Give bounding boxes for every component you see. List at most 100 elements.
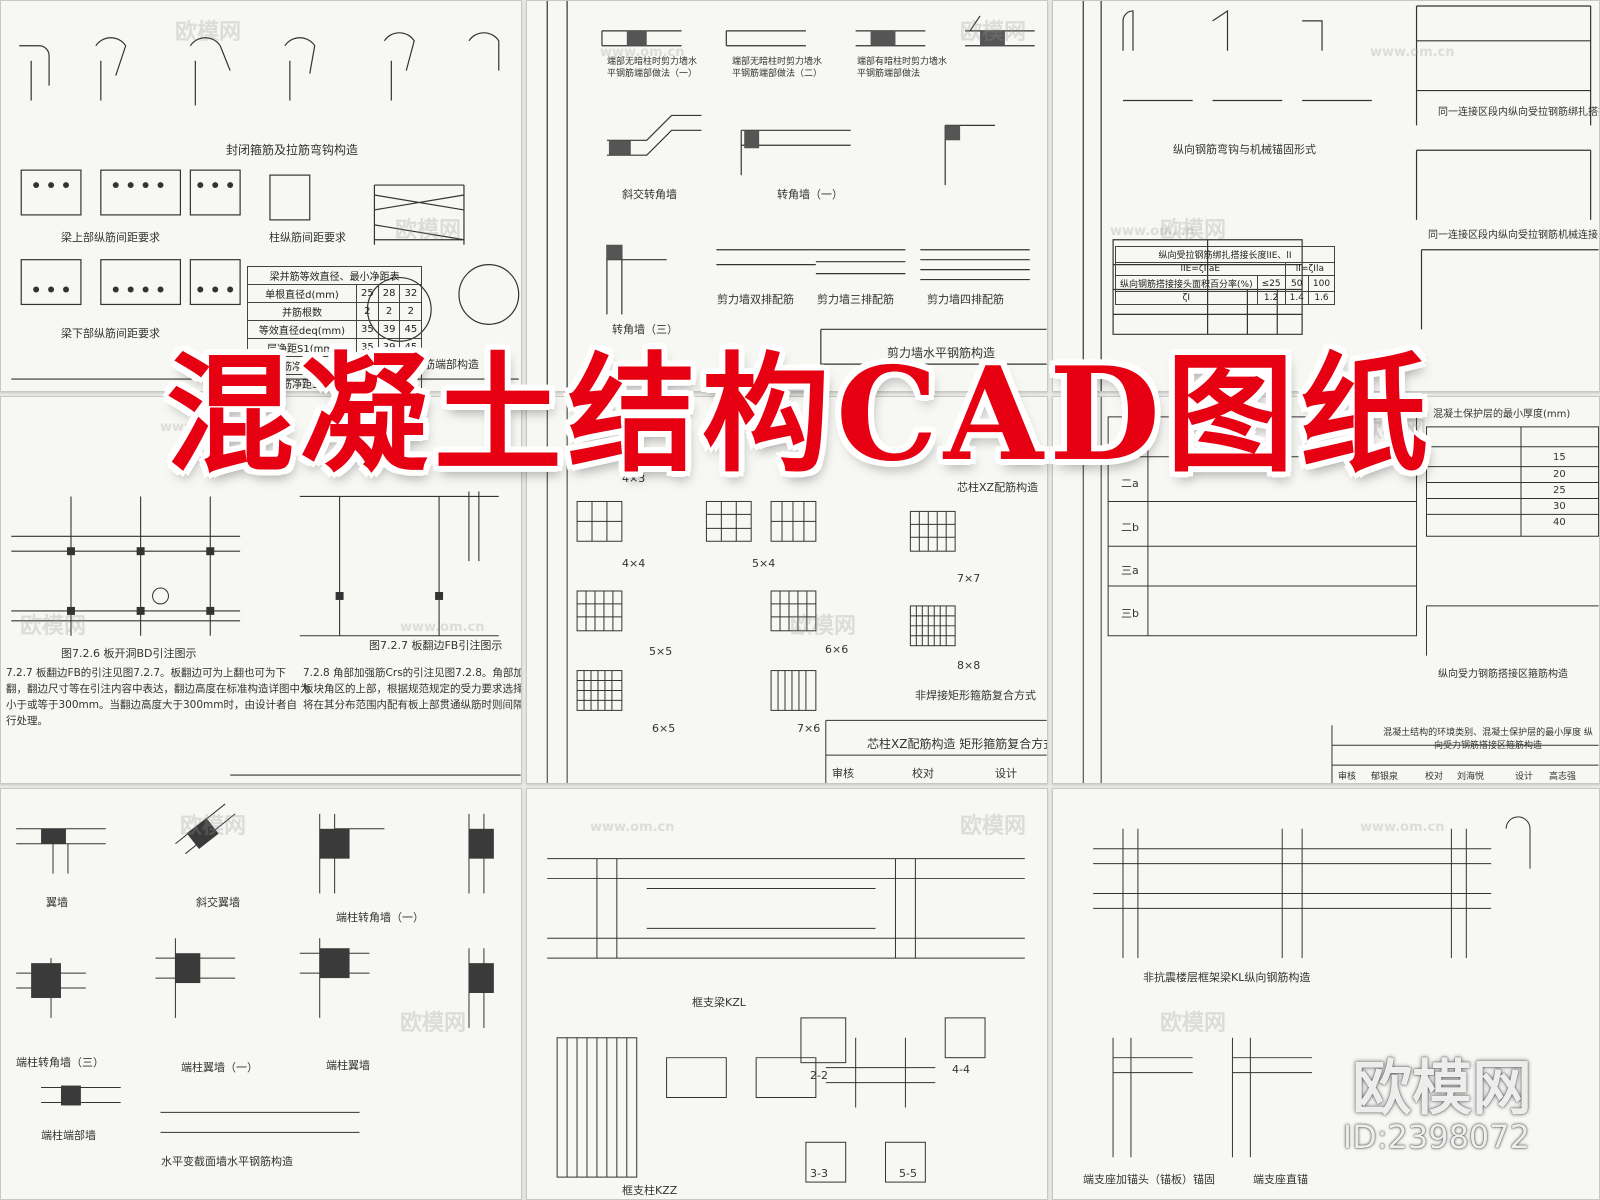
- caption-fig-7-2-6: 图7.2.6 板开洞BD引注图示: [61, 647, 197, 660]
- sheet-title-core-column: 芯柱XZ配筋构造 矩形箍筋复合方式: [867, 737, 1048, 751]
- table-cell: 纵向钢筋搭接接头面积百分率(%): [1115, 275, 1258, 292]
- table-cell: 1.2: [1256, 291, 1286, 305]
- title-block-cell: 高志强: [1549, 772, 1577, 782]
- table-cell: 45: [399, 320, 423, 339]
- table-header: 梁并筋等效直径、最小净距表: [246, 266, 423, 285]
- table-cell: 2: [399, 302, 423, 321]
- sheet-linework: [547, 858, 1025, 1183]
- sheet-linework: [11, 491, 521, 776]
- caption-6x6: 6×6: [825, 643, 849, 656]
- caption-wall-end-3: 端部有暗柱时剪力墙水平钢筋端部做法: [857, 57, 948, 79]
- caption-5x4: 5×4: [752, 557, 776, 570]
- caption-8x8: 8×8: [957, 659, 981, 672]
- table-cell: 1.6: [1307, 291, 1336, 305]
- note-line: 将在其分布范围内配有板上部贯通纵筋时则间隔布置。: [303, 699, 522, 711]
- caption-stirrup-composite: 非焊接矩形箍筋复合方式: [915, 689, 1036, 702]
- caption-4x4: 4×4: [622, 557, 646, 570]
- banner-title: 混凝土结构CAD图纸: [165, 339, 1435, 490]
- cover-value: 30: [1553, 501, 1566, 512]
- table-cell: lIE=ζIlaE: [1115, 262, 1286, 276]
- cover-value: 40: [1553, 517, 1566, 528]
- drawing-sheet-core-column: 4×3 4×4 5×4 5×5 6×6 6×5 7×6 7×7 8×8 芯柱XZ…: [526, 396, 1048, 784]
- caption-double-layer: 剪力墙双排配筋: [717, 293, 794, 306]
- caption-4x3: 4×3: [622, 472, 646, 485]
- env-class: 三a: [1121, 564, 1139, 577]
- caption-lap-stirrup: 纵向受力钢筋搭接区箍筋构造: [1438, 669, 1568, 680]
- caption-skew-wing-wall: 斜交翼墙: [196, 896, 240, 909]
- caption-section-4-4: 4-4: [952, 1063, 970, 1076]
- caption-section-change: 水平变截面墙水平钢筋构造: [161, 1155, 293, 1168]
- drawing-sheet-slab-openings: 图7.2.6 板开洞BD引注图示 图7.2.7 板翻边FB引注图示 7.2.7 …: [0, 396, 522, 784]
- caption-transfer-beam: 框支梁KZL: [692, 996, 746, 1009]
- caption-6x5: 6×5: [652, 722, 676, 735]
- caption-fig-7-2-7: 图7.2.7 板翻边FB引注图示: [369, 639, 503, 652]
- sheet-linework: [546, 397, 1047, 783]
- sheet-linework: [16, 803, 494, 1133]
- cover-value: 25: [1553, 485, 1566, 496]
- table-cell: 25: [356, 284, 379, 303]
- caption-end-column-wing: 端柱翼墙: [326, 1059, 370, 1072]
- drawing-sheet-stirrup-hooks: 封闭箍筋及拉筋弯钩构造 梁上部纵筋间距要求 梁下部纵筋间距要求 柱纵筋间距要求 …: [0, 0, 522, 392]
- caption-end-column-corner-3: 端柱转角墙（三）: [16, 1056, 104, 1069]
- table-cell: lI=ζIla: [1284, 262, 1336, 276]
- brand-id: ID:2398072: [1342, 1118, 1530, 1156]
- caption-section-2-2: 2-2: [810, 1069, 828, 1082]
- caption-triple-layer: 剪力墙三排配筋: [817, 293, 894, 306]
- table-cell: 下部钢筋净距S3(mm): [247, 374, 357, 391]
- caption-stirrup-hooks: 封闭箍筋及拉筋弯钩构造: [226, 143, 359, 157]
- cover-value: 20: [1553, 469, 1566, 480]
- drawing-sheet-frame-beam: 非抗震楼层框架梁KL纵向钢筋构造 端支座加锚头（锚板）锚固 端支座直锚: [1052, 788, 1600, 1200]
- env-class: 二b: [1121, 521, 1139, 534]
- note-line: 板块角区的上部，根据规范规定的受力要求选择配置。角部: [303, 683, 521, 695]
- note-line: 7.2.7 板翻边FB的引注见图7.2.7。板翻边可为上翻也可为下: [6, 667, 287, 679]
- title-block-cell: 审核: [832, 767, 854, 780]
- env-class: 三b: [1121, 607, 1139, 620]
- caption-7x7: 7×7: [957, 572, 981, 585]
- caption-mechanical-splice: 同一连接区段内纵向受拉钢筋机械连接、焊接接头: [1428, 230, 1599, 241]
- table-cell: 32: [399, 284, 423, 303]
- title-block-cell: 刘海悦: [1457, 772, 1485, 782]
- caption-straight-anchor: 端支座直锚: [1253, 1173, 1308, 1186]
- caption-lap-splice: 同一连接区段内纵向受拉钢筋绑扎搭接接头: [1438, 107, 1599, 118]
- note-line: 行处理。: [6, 715, 48, 727]
- caption-anchor-plate: 端支座加锚头（锚板）锚固: [1083, 1173, 1215, 1186]
- table-cell: 单根直径d(mm): [247, 284, 357, 303]
- caption-corner-1: 转角墙（一）: [777, 188, 843, 201]
- caption-beam-bottom-spacing: 梁下部纵筋间距要求: [61, 327, 160, 340]
- sheet-title-shear-wall: 剪力墙水平钢筋构造: [887, 346, 996, 360]
- caption-transfer-column: 框支柱KZZ: [622, 1184, 678, 1197]
- sheet-linework: [546, 1, 1047, 391]
- caption-end-column-corner-1: 端柱转角墙（一）: [336, 911, 424, 924]
- brand-logo-text: 欧模网: [1352, 1054, 1532, 1124]
- title-block-cell: 郁银泉: [1371, 772, 1399, 782]
- caption-wall-end-2: 端部无暗柱时剪力墙水平钢筋端部做法（二）: [732, 57, 823, 79]
- table-cell: 50: [1284, 275, 1309, 292]
- env-class: 一: [1123, 434, 1134, 447]
- caption-frame-beam-kl: 非抗震楼层框架梁KL纵向钢筋构造: [1143, 971, 1311, 984]
- table-cell: ζI: [1115, 291, 1258, 305]
- caption-cover-table: 混凝土保护层的最小厚度(mm): [1433, 409, 1571, 420]
- sheet-linework: [1082, 1, 1599, 391]
- caption-quad-layer: 剪力墙四排配筋: [927, 293, 1004, 306]
- note-line: 7.2.8 角部加强筋Crs的引注见图7.2.8。角部加强筋: [303, 667, 522, 679]
- title-block-cell: 设计: [995, 767, 1017, 780]
- drawing-sheet-concrete-cover: 一 二a 二b 三a 三b 混凝土保护层的最小厚度(mm) 15 20 25 3…: [1052, 396, 1600, 784]
- title-block-cell: 审核: [1338, 772, 1357, 782]
- caption-end-column-wing-1: 端柱翼墙（一）: [181, 1061, 258, 1074]
- cover-value: 15: [1553, 452, 1566, 463]
- caption-end-column-end-wall: 端柱端部墙: [41, 1129, 96, 1142]
- table-cell: 28: [377, 284, 401, 303]
- table-cell: 1.4: [1284, 291, 1309, 305]
- table-cell: 45: [399, 374, 423, 391]
- caption-section-3-3: 3-3: [810, 1167, 828, 1180]
- note-line: 小于或等于300mm。当翻边高度大于300mm时，由设计者自: [6, 699, 297, 711]
- title-block-cell: 校对: [1425, 772, 1444, 782]
- caption-section-5-5: 5-5: [899, 1167, 917, 1180]
- drawing-sheet-wall-columns: 翼墙 斜交翼墙 端柱转角墙（一） 端柱转角墙（三） 端柱翼墙（一） 端柱翼墙 端…: [0, 788, 522, 1200]
- sheet-title-concrete-cover: 混凝土结构的环境类别、混凝土保护层的最小厚度 纵向受力钢筋搭接区箍筋构造: [1383, 728, 1593, 751]
- title-block-cell: 校对: [912, 767, 934, 780]
- caption-column-spacing: 柱纵筋间距要求: [269, 231, 346, 244]
- caption-skew-corner: 斜交转角墙: [622, 188, 677, 201]
